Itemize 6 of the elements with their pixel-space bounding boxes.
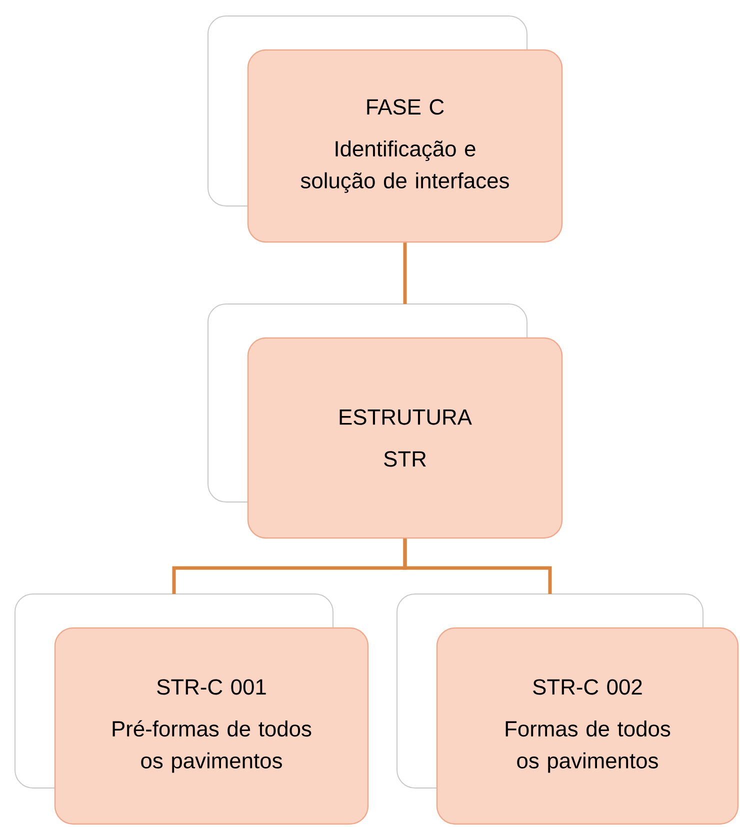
connector-line: [403, 538, 552, 594]
process-box: ESTRUTURA STR: [208, 304, 563, 539]
process-box: STR-C 002 Formas de todos os pavimentos: [396, 594, 739, 825]
process-box: STR-C 001 Pré-formas de todos os pavimentos: [14, 594, 369, 825]
connector-line: [403, 242, 407, 304]
process-box: FASE C Identificação e solução de interfaces: [208, 16, 563, 243]
